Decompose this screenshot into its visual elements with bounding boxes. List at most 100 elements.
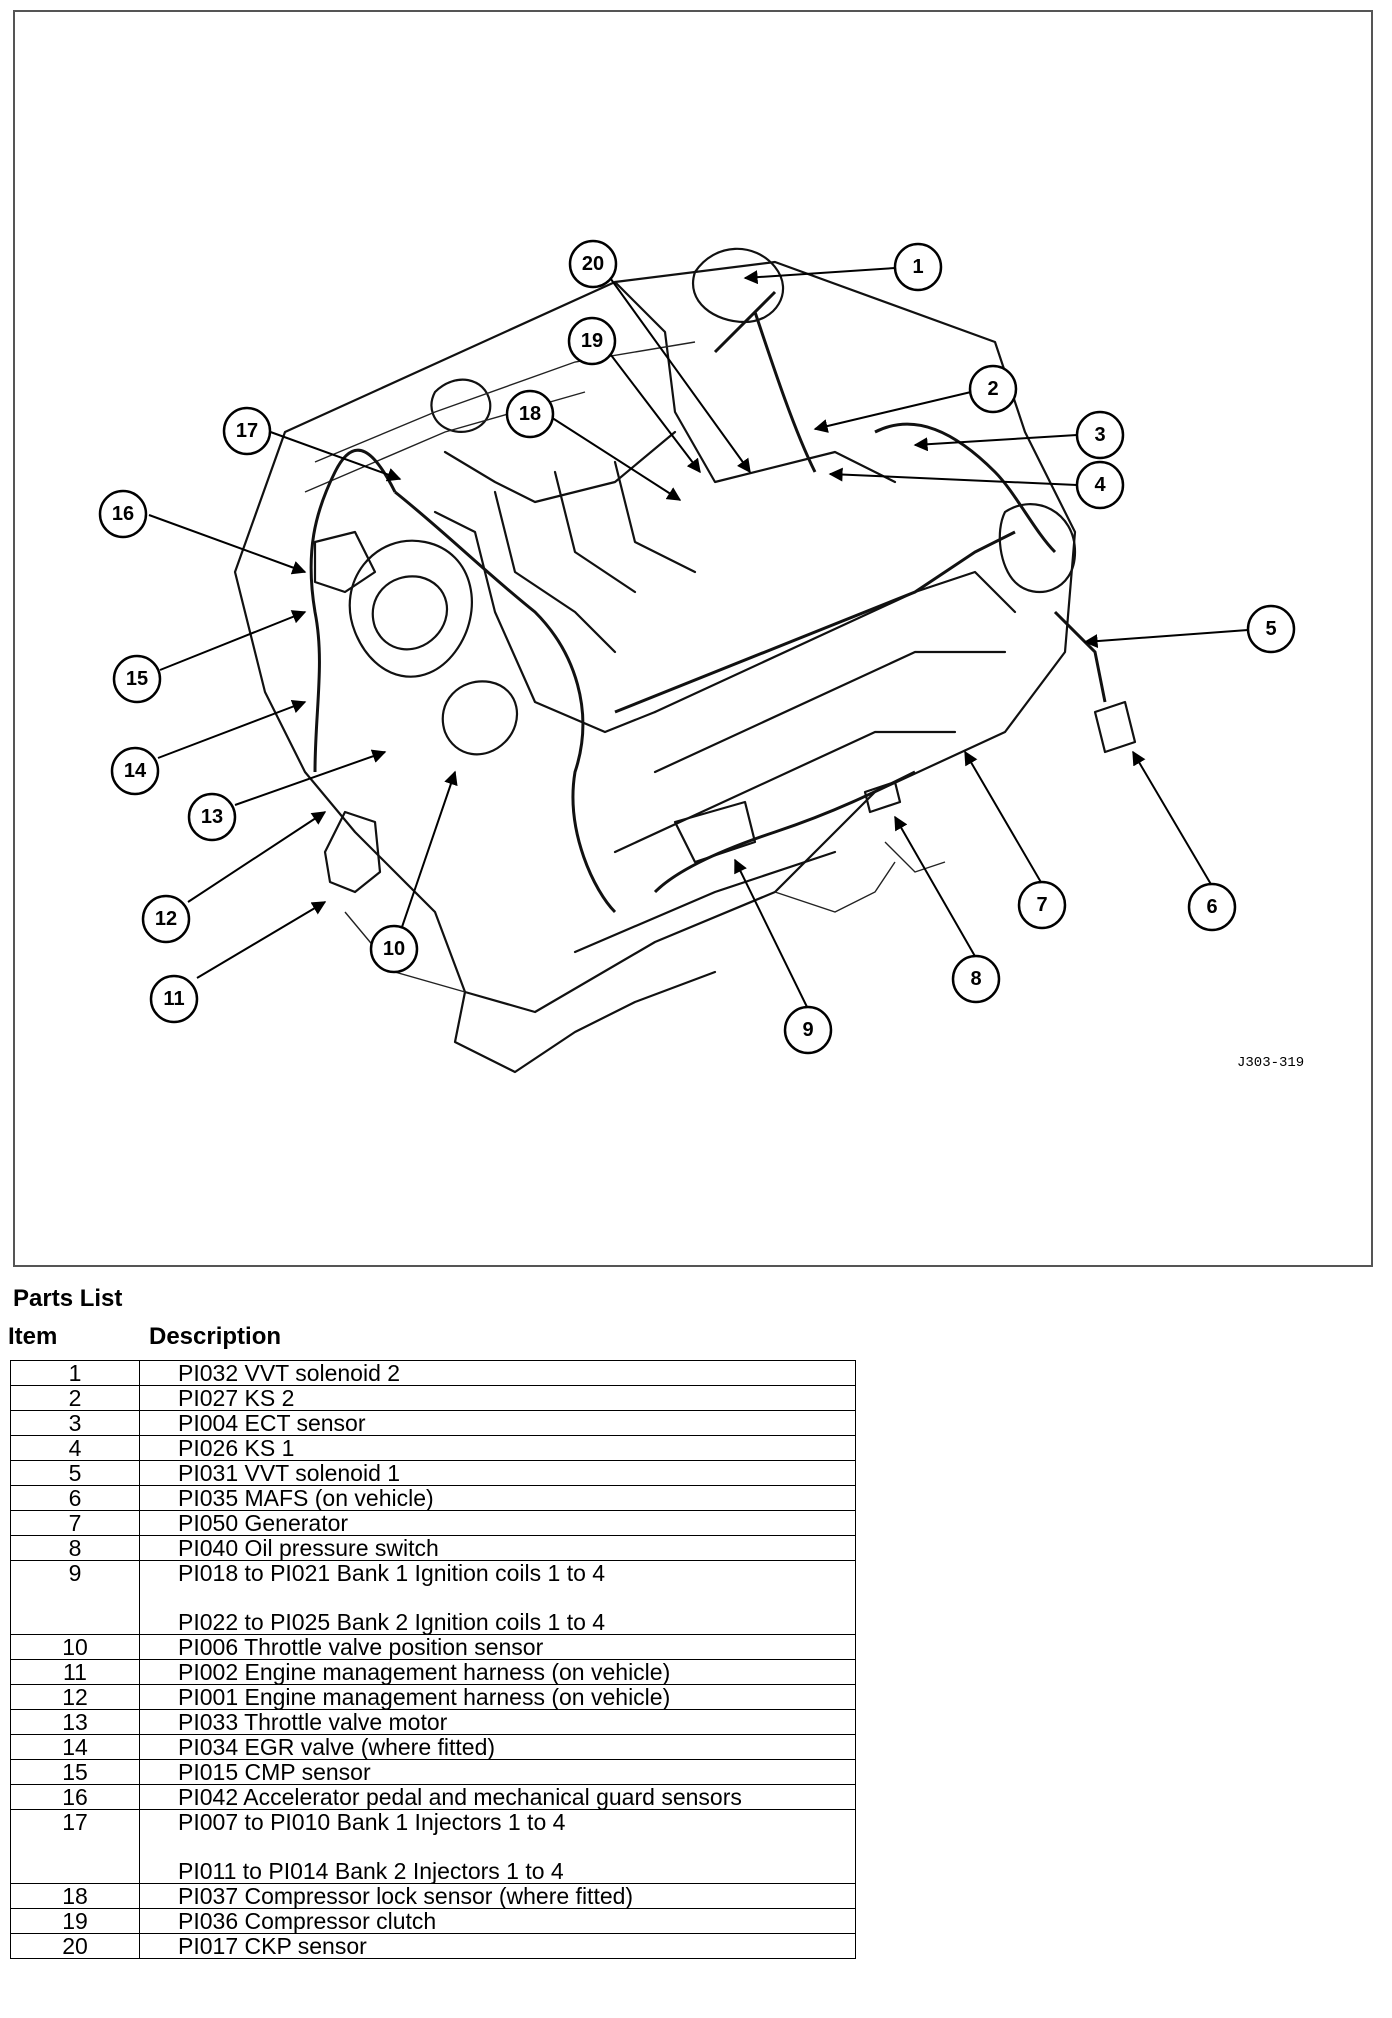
item-number-cell: 16 (10, 1784, 140, 1810)
callout-7: 7 (1017, 880, 1067, 930)
item-number-cell: 1 (10, 1360, 140, 1386)
callout-10: 10 (369, 924, 419, 974)
description-line: PI011 to PI014 Bank 2 Injectors 1 to 4 (178, 1858, 564, 1884)
description-line: PI035 MAFS (on vehicle) (178, 1485, 434, 1511)
svg-text:1: 1 (912, 256, 923, 278)
svg-text:8: 8 (970, 968, 981, 990)
description-line: PI037 Compressor lock sensor (where fitt… (178, 1883, 634, 1909)
item-number-cell: 5 (10, 1460, 140, 1486)
description-line: PI001 Engine management harness (on vehi… (178, 1684, 671, 1710)
table-row: 14 PI034 EGR valve (where fitted) (10, 1734, 856, 1760)
svg-text:20: 20 (582, 253, 604, 275)
description-line: PI033 Throttle valve motor (178, 1709, 448, 1735)
item-number-cell: 14 (10, 1734, 140, 1760)
description-line: PI022 to PI025 Bank 2 Ignition coils 1 t… (178, 1609, 606, 1635)
parts-list-title: Parts List (13, 1285, 123, 1312)
description-cell: PI026 KS 1 (139, 1435, 856, 1461)
callout-19: 19 (567, 316, 617, 366)
svg-text:14: 14 (124, 760, 147, 782)
item-number-cell: 3 (10, 1410, 140, 1436)
item-number-cell: 7 (10, 1510, 140, 1536)
callout-leaders (148, 256, 1249, 1010)
callout-18: 18 (505, 389, 555, 439)
description-cell: PI027 KS 2 (139, 1385, 856, 1411)
svg-text:13: 13 (201, 806, 223, 828)
item-column-header: Item (8, 1323, 58, 1350)
svg-text:3: 3 (1094, 424, 1105, 446)
svg-text:5: 5 (1265, 618, 1276, 640)
callout-1: 1 (893, 242, 943, 292)
description-line: PI034 EGR valve (where fitted) (178, 1734, 496, 1760)
description-cell: PI001 Engine management harness (on vehi… (139, 1684, 856, 1710)
description-cell: PI040 Oil pressure switch (139, 1535, 856, 1561)
svg-text:12: 12 (155, 908, 177, 930)
description-cell: PI017 CKP sensor (139, 1933, 856, 1959)
item-number-cell: 2 (10, 1385, 140, 1411)
callout-16: 16 (98, 489, 148, 539)
description-line: PI017 CKP sensor (178, 1933, 367, 1959)
svg-text:7: 7 (1036, 894, 1047, 916)
description-line: PI007 to PI010 Bank 1 Injectors 1 to 4 (178, 1809, 566, 1835)
item-number-cell: 6 (10, 1485, 140, 1511)
callout-8: 8 (951, 954, 1001, 1004)
callout-15: 15 (112, 654, 162, 704)
description-cell: PI042 Accelerator pedal and mechanical g… (139, 1784, 856, 1810)
svg-text:16: 16 (112, 503, 134, 525)
description-cell: PI004 ECT sensor (139, 1410, 856, 1436)
table-row: 13 PI033 Throttle valve motor (10, 1709, 856, 1735)
table-row: 12 PI001 Engine management harness (on ve… (10, 1684, 856, 1710)
svg-text:9: 9 (802, 1019, 813, 1041)
table-row: 6 PI035 MAFS (on vehicle) (10, 1485, 856, 1511)
item-number-cell: 20 (10, 1933, 140, 1959)
callout-13: 13 (187, 792, 237, 842)
description-cell: PI033 Throttle valve motor (139, 1709, 856, 1735)
item-number-cell: 18 (10, 1883, 140, 1909)
callout-12: 12 (141, 894, 191, 944)
svg-text:2: 2 (987, 378, 998, 400)
table-row: 3 PI004 ECT sensor (10, 1410, 856, 1436)
item-number-cell: 11 (10, 1659, 140, 1685)
description-line: PI042 Accelerator pedal and mechanical g… (178, 1784, 742, 1810)
figure-frame: 1 2 3 4 5 6 7 8 9 10 11 12 13 14 15 16 1… (13, 10, 1373, 1267)
description-cell: PI015 CMP sensor (139, 1759, 856, 1785)
svg-text:19: 19 (581, 330, 603, 352)
svg-text:6: 6 (1206, 896, 1217, 918)
description-cell: PI031 VVT solenoid 1 (139, 1460, 856, 1486)
item-number-cell: 4 (10, 1435, 140, 1461)
table-row: 7 PI050 Generator (10, 1510, 856, 1536)
description-cell: PI050 Generator (139, 1510, 856, 1536)
table-row: 16 PI042 Accelerator pedal and mechanical… (10, 1784, 856, 1810)
item-number-cell: 13 (10, 1709, 140, 1735)
svg-text:10: 10 (383, 938, 405, 960)
svg-text:18: 18 (519, 403, 541, 425)
engine-harness-diagram: 1 2 3 4 5 6 7 8 9 10 11 12 13 14 15 16 1… (98, 239, 1304, 1074)
description-line: PI018 to PI021 Bank 1 Ignition coils 1 t… (178, 1560, 606, 1586)
description-cell: PI007 to PI010 Bank 1 Injectors 1 to 4 PI… (139, 1809, 856, 1884)
table-row: 20 PI017 CKP sensor (10, 1933, 856, 1959)
callout-9: 9 (783, 1005, 833, 1055)
callout-4: 4 (1075, 460, 1125, 510)
description-line: PI050 Generator (178, 1510, 349, 1536)
figure-reference-code: J303-319 (1237, 1055, 1304, 1071)
callout-5: 5 (1246, 604, 1296, 654)
callout-2: 2 (968, 364, 1018, 414)
callout-17: 17 (222, 406, 272, 456)
item-number-cell: 10 (10, 1634, 140, 1660)
callout-3: 3 (1075, 410, 1125, 460)
item-number-cell: 12 (10, 1684, 140, 1710)
description-line: PI004 ECT sensor (178, 1410, 366, 1436)
description-column-header: Description (149, 1323, 282, 1350)
svg-text:11: 11 (163, 988, 184, 1010)
description-line: PI036 Compressor clutch (178, 1908, 437, 1934)
description-cell: PI036 Compressor clutch (139, 1908, 856, 1934)
item-number-cell: 15 (10, 1759, 140, 1785)
svg-text:15: 15 (126, 668, 148, 690)
